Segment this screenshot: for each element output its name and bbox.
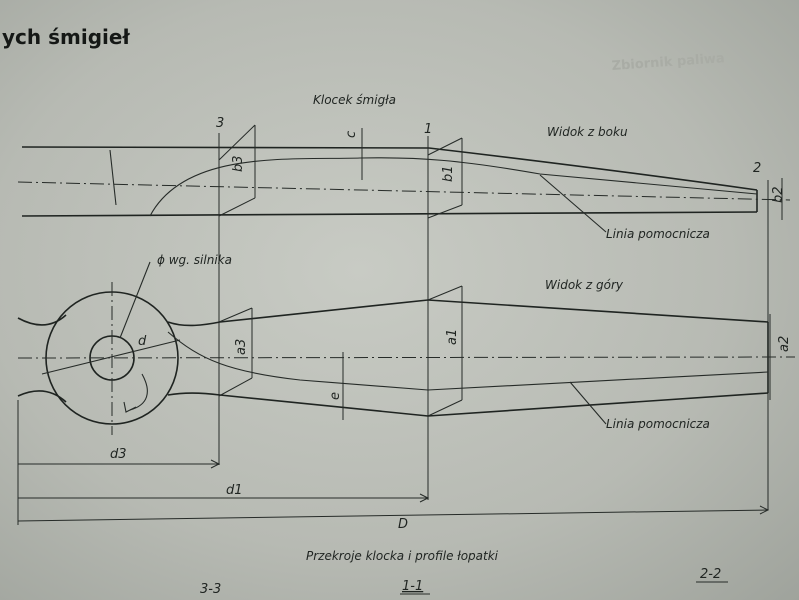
blade-lower-edge-outer (427, 392, 769, 417)
side-view-top-edge (21, 146, 430, 149)
blade-upper-edge-inner (219, 299, 429, 323)
helper-line-leader-2 (569, 381, 607, 425)
dim-a3-label: a3 (234, 339, 249, 355)
page-heading: ych śmigieł (2, 25, 130, 49)
dim-d3-label: d3 (110, 447, 127, 462)
dim-a2-label: a2 (777, 336, 792, 352)
dim-b2-label: b2 (771, 186, 786, 203)
side-view-centerline (17, 181, 791, 201)
dim-b1-diagonals (427, 137, 463, 219)
dim-d1-label: d1 (226, 483, 243, 498)
shaft-label-leader (119, 261, 151, 339)
length-dimensions: d3 d1 D (17, 400, 770, 532)
helper-line-leader-1 (539, 174, 607, 233)
dim-c-label: c (344, 131, 359, 138)
dim-a1-diagonals (427, 285, 463, 417)
dim-D-arrow (759, 505, 770, 515)
blade-upper-edge-outer (427, 299, 769, 323)
side-view-label: Widok z boku (547, 125, 628, 139)
sections-caption: Przekroje klocka i profile łopatki (306, 549, 499, 563)
hub-diameter-line (41, 339, 181, 375)
section-lines (218, 133, 769, 510)
side-view-top-edge-tapered (428, 147, 758, 191)
hub-right-lower-fillet (167, 392, 221, 396)
side-view-bottom-edge (21, 211, 758, 217)
dim-e-label: e (328, 392, 343, 400)
dim-b3-label: b3 (231, 155, 246, 172)
dim-d1-arrow (419, 493, 430, 503)
helper-line-label-2: Linia pomocnicza (606, 417, 710, 431)
helper-line-label-1: Linia pomocnicza (606, 227, 710, 241)
dim-D-line (17, 509, 769, 522)
blade-lower-edge-inner (219, 394, 429, 417)
shaft-label: ϕ wg. silnika (157, 253, 232, 267)
dim-d-label: d (138, 334, 147, 349)
dim-b3-diagonals (218, 124, 256, 217)
section-1-marker: 1 (424, 122, 432, 137)
section-2-marker: 2 (753, 161, 761, 176)
dim-a1-label: a1 (445, 329, 460, 345)
top-view-label: Widok z góry (545, 278, 624, 292)
dim-b1-label: b1 (441, 165, 456, 182)
title-block-label: Klocek śmigła (313, 93, 396, 107)
side-view-hub-mark (109, 149, 117, 206)
hub-right-upper-fillet (167, 321, 221, 327)
side-view-block-curve (149, 157, 758, 217)
section-label-3-3: 3-3 (200, 582, 221, 597)
section-3-marker: 3 (216, 116, 224, 131)
top-view-dimensions: a3 a1 e a2 d (138, 285, 792, 420)
side-view (17, 146, 791, 217)
section-label-2-2: 2-2 (700, 567, 721, 582)
bleedthrough-text: Zbiornik paliwa (611, 51, 725, 74)
top-view-centerline (17, 356, 796, 359)
side-view-dimensions: b3 c b1 b2 3 1 2 (216, 116, 786, 220)
dim-d3-arrow (210, 459, 221, 469)
hub-left-lower-fillet (17, 390, 67, 403)
rotation-arrow (129, 373, 148, 411)
hub-left-upper-fillet (17, 314, 67, 326)
top-view-helper-curve (167, 331, 769, 391)
dim-D-label: D (398, 517, 408, 532)
top-view (17, 261, 796, 435)
section-label-1-1: 1-1 (402, 579, 423, 594)
dim-a3-diagonals (218, 307, 253, 397)
rotation-arrowhead (123, 401, 137, 413)
